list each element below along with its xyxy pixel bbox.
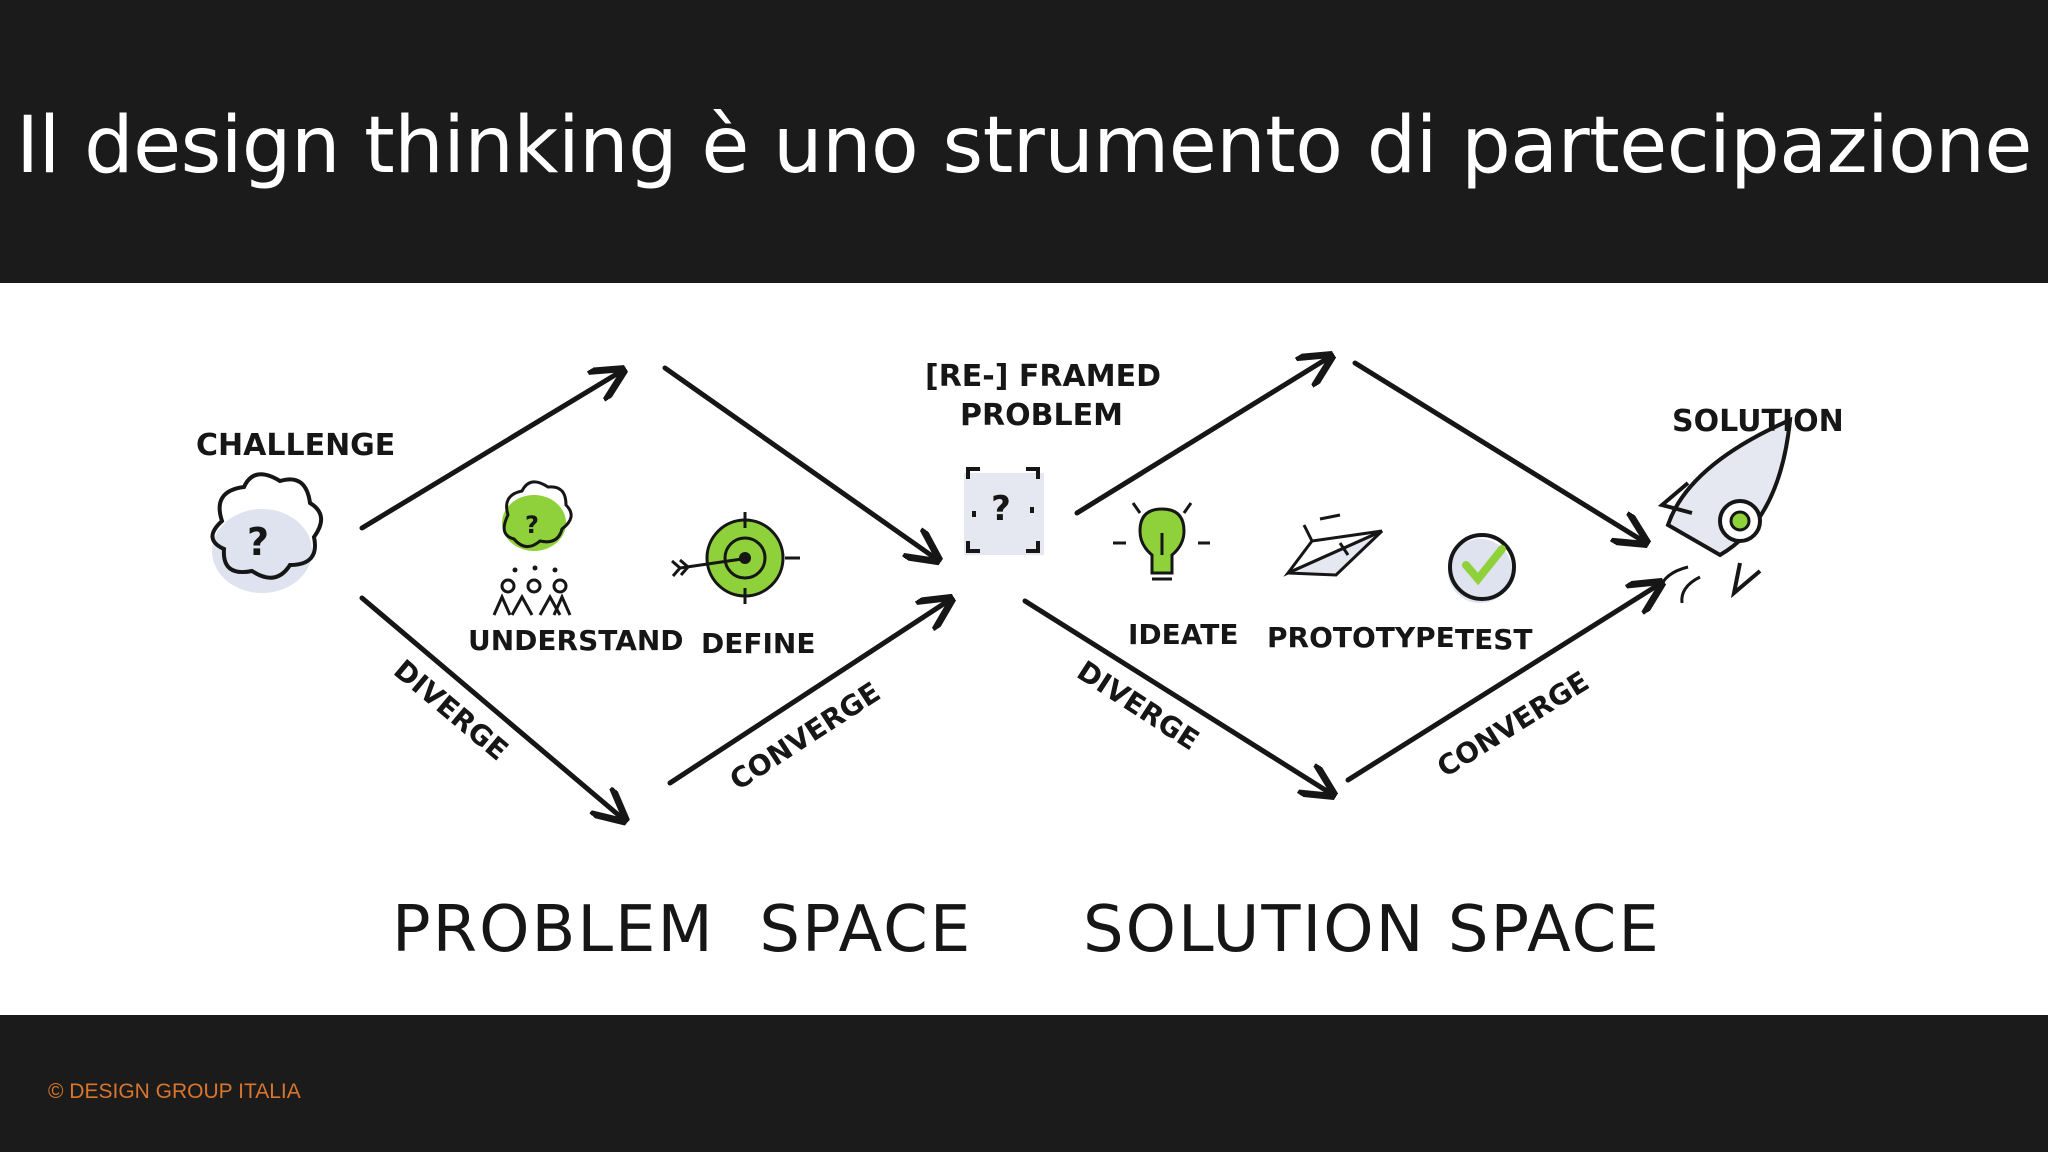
prototype-paper-plane-icon [1283, 513, 1384, 577]
arrow-diverge-down-1 [359, 595, 622, 818]
diagram-canvas: ? ? [196, 283, 1844, 967]
title-bar: Il design thinking è uno strumento di pa… [0, 0, 2048, 283]
footer-copyright: © DESIGN GROUP ITALIA [48, 1080, 301, 1103]
arrow-converge-up-2 [1345, 585, 1658, 783]
label-problem-space: PROBLEM SPACE [392, 893, 972, 967]
label-reframed-line1: [RE-] FRAMED [925, 359, 1161, 394]
label-converge-2: CONVERGE [1431, 665, 1595, 784]
test-checkmark-icon [1448, 533, 1516, 603]
slide-title: Il design thinking è uno strumento di pa… [16, 100, 2032, 191]
label-reframed-line2: PROBLEM [960, 398, 1123, 433]
svg-text:?: ? [247, 520, 269, 564]
label-solution-space: SOLUTION SPACE [1083, 893, 1661, 967]
svg-text:?: ? [991, 489, 1011, 529]
arrow-diverge-up-2 [1074, 358, 1328, 516]
label-challenge: CHALLENGE [196, 428, 395, 463]
understand-icon: ? [492, 480, 573, 616]
svg-text:?: ? [525, 511, 539, 539]
arrow-diverge-up-1 [359, 372, 620, 531]
label-prototype: PROTOTYPE [1267, 621, 1455, 654]
arrow-diverge-down-2 [1022, 598, 1330, 793]
arrow-converge-up-1 [667, 601, 948, 786]
arrow-converge-down-2 [1352, 360, 1643, 541]
reframed-problem-icon: ? [964, 467, 1044, 555]
double-diamond-diagram: ? ? [0, 283, 2048, 1015]
define-target-icon [671, 512, 800, 604]
solution-rocket-icon [1657, 416, 1793, 604]
label-understand: UNDERSTAND [468, 624, 684, 657]
label-test: TEST [1455, 623, 1533, 656]
arrow-converge-down-1 [662, 365, 935, 558]
challenge-cloud-icon: ? [210, 472, 323, 593]
label-ideate: IDEATE [1128, 618, 1239, 651]
label-define: DEFINE [701, 627, 815, 660]
diamond-arrows [359, 358, 1658, 818]
label-solution: SOLUTION [1672, 404, 1844, 439]
ideate-lightbulb-icon [1113, 502, 1210, 581]
